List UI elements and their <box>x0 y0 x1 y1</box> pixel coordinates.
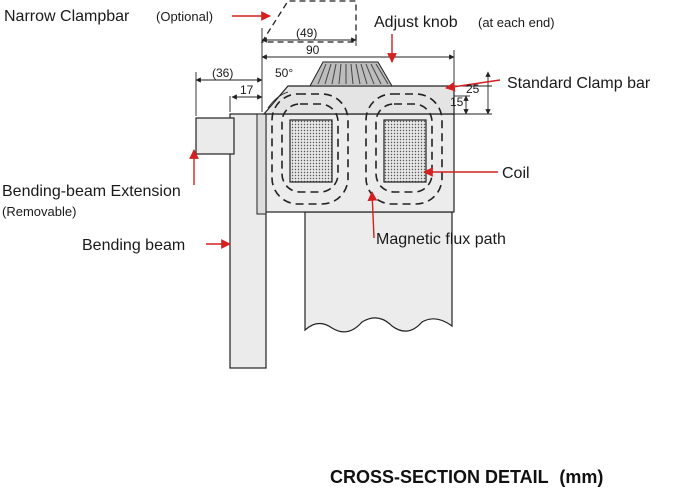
standard-clamp-bar <box>262 85 455 115</box>
figure-title-unit: (mm) <box>559 467 603 487</box>
dim-50-degrees: 50° <box>275 66 293 80</box>
dim-49: (49) <box>296 26 317 40</box>
bending-beam-extension <box>195 117 235 155</box>
dim-17: 17 <box>240 83 254 97</box>
label-coil: Coil <box>502 165 530 182</box>
dim-25: 25 <box>466 82 480 96</box>
label-narrow-clampbar: Narrow Clampbar <box>4 8 130 25</box>
coil-left <box>289 119 333 183</box>
label-magnetic-flux-path: Magnetic flux path <box>376 231 506 248</box>
magnet-body <box>304 211 453 333</box>
label-adjust-knob-note: (at each end) <box>478 15 555 30</box>
label-bending-beam-extension: Bending-beam Extension <box>2 183 181 200</box>
dim-15: 15 <box>450 95 464 109</box>
dimension-lines <box>195 28 492 116</box>
label-narrow-clampbar-optional: (Optional) <box>156 9 213 24</box>
figure-title-main: CROSS-SECTION DETAIL <box>330 467 549 487</box>
adjust-knob <box>309 61 393 87</box>
label-bending-beam: Bending beam <box>82 237 185 254</box>
dim-90: 90 <box>306 43 320 57</box>
figure-title: CROSS-SECTION DETAIL (mm) <box>330 467 603 487</box>
dim-36: (36) <box>212 66 233 80</box>
magnetic-flux-path <box>271 93 443 205</box>
annotation-arrows <box>189 11 501 249</box>
narrow-clampbar <box>260 0 357 43</box>
label-standard-clamp-bar: Standard Clamp bar <box>507 75 651 92</box>
beam-lip <box>256 113 267 215</box>
label-adjust-knob: Adjust knob <box>374 14 458 31</box>
label-bending-beam-extension-note: (Removable) <box>2 204 76 219</box>
coil-right <box>383 119 427 183</box>
